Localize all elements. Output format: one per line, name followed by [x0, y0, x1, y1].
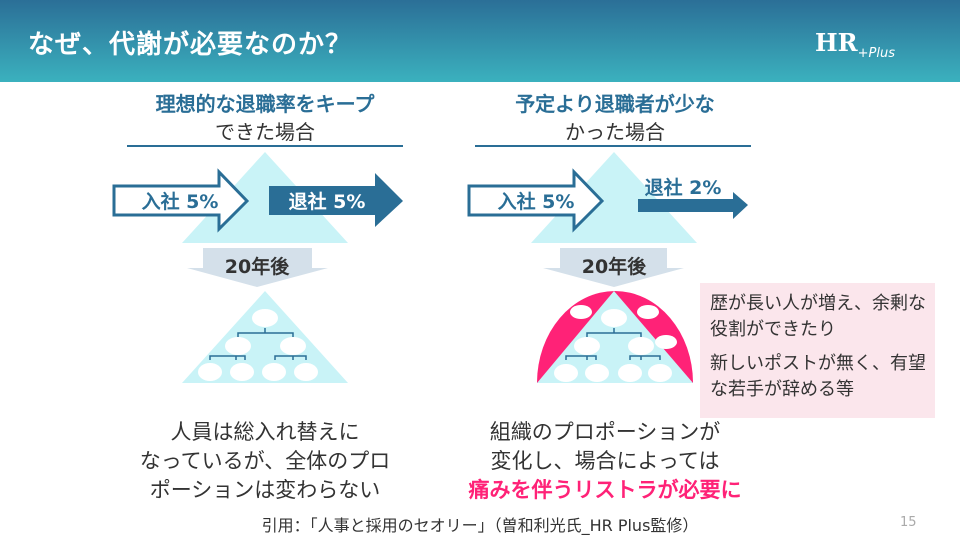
logo-text: HR — [815, 28, 858, 57]
citation: 引用：「人事と採用のセオリー」（曽和利光氏_HR Plus監修） — [261, 516, 699, 535]
desc-highlight: 痛みを伴うリストラが必要に — [468, 478, 742, 502]
right-subheading: かった場合 — [565, 120, 665, 144]
note-box: 歴が長い人が増え、余剰な役割ができたり 新しいポストが無く、有望な若手が辞める等 — [700, 283, 935, 418]
desc-line: なっているが、全体のプロ — [139, 449, 391, 473]
right-divider — [475, 145, 751, 147]
right-pyramid-later — [537, 291, 693, 383]
left-out-arrow — [269, 173, 403, 227]
left-subheading: できた場合 — [215, 120, 315, 144]
desc-line: 人員は総入れ替えに — [170, 420, 360, 444]
left-divider — [127, 145, 403, 147]
page-number: 15 — [900, 515, 917, 530]
right-description: 組織のプロポーションが 変化し、場合によっては 痛みを伴うリストラが必要に — [445, 418, 765, 505]
hr-plus-logo: HR+Plus — [815, 28, 895, 61]
desc-line: 組織のプロポーションが — [489, 420, 721, 444]
logo-sub: Plus — [868, 46, 895, 61]
left-in-arrow — [112, 168, 250, 233]
left-down-arrow — [187, 248, 328, 287]
header-bar — [0, 0, 960, 82]
note-line: 歴が長い人が増え、余剰な役割ができたり — [710, 293, 926, 340]
slide-title: なぜ、代謝が必要なのか？ — [28, 30, 353, 60]
left-description: 人員は総入れ替えに なっているが、全体のプロ ポーションは変わらない — [105, 418, 425, 505]
right-out-label: 退社 2% — [645, 176, 722, 199]
left-after-label: 20年後 — [225, 255, 290, 278]
left-out-label: 退社 5% — [289, 190, 366, 213]
right-heading: 予定より退職者が少な — [515, 92, 715, 116]
desc-line: ポーションは変わらない — [149, 478, 381, 502]
left-in-label: 入社 5% — [142, 190, 219, 213]
right-in-label: 入社 5% — [498, 190, 575, 213]
left-pyramid-later — [182, 291, 348, 383]
right-after-label: 20年後 — [582, 255, 647, 278]
right-out-arrow — [638, 192, 748, 219]
desc-line: 変化し、場合によっては — [490, 449, 720, 473]
left-heading: 理想的な退職率をキープ — [155, 92, 375, 116]
note-line: 新しいポストが無く、有望な若手が辞める等 — [710, 353, 926, 400]
right-in-arrow — [467, 168, 605, 233]
right-down-arrow — [543, 248, 684, 287]
